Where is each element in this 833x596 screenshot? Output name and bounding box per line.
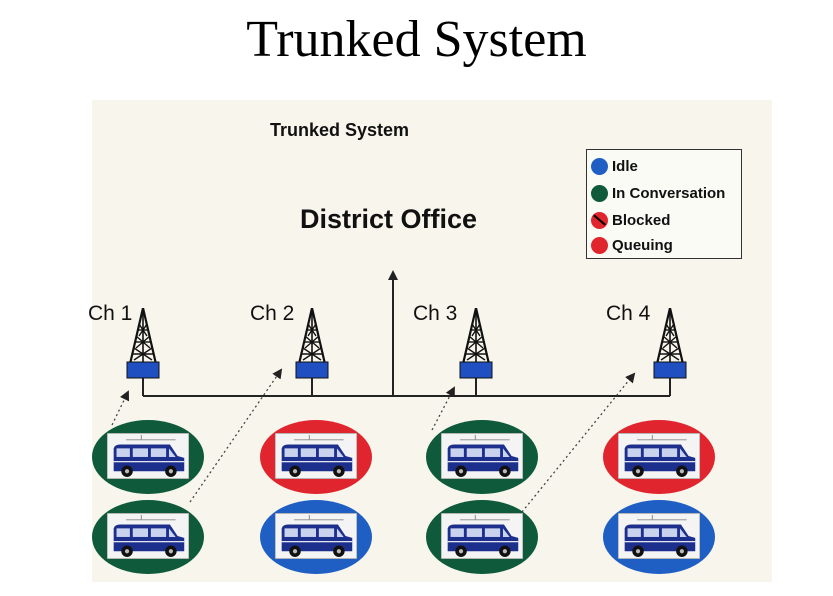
legend-item-blocked: Blocked: [591, 209, 670, 231]
vehicle-2-2: [260, 500, 372, 574]
channel-label-3: Ch 3: [413, 302, 458, 325]
legend-label: In Conversation: [612, 184, 726, 202]
vehicle-4-1: [603, 420, 715, 494]
vehicle-1-2: [92, 500, 204, 574]
legend-item-idle: Idle: [591, 155, 638, 177]
vehicle-1-1: [92, 420, 204, 494]
radio-tower-icon: [655, 308, 685, 364]
channel-label-1: Ch 1: [88, 302, 133, 325]
legend-label: Blocked: [612, 211, 671, 229]
vehicle-3-1: [426, 420, 538, 494]
van-icon: [618, 513, 700, 559]
channel-label-4: Ch 4: [606, 302, 651, 325]
vehicle-2-1: [260, 420, 372, 494]
legend-item-in-conversation: In Conversation: [591, 182, 725, 204]
conversation-dot-icon: [591, 184, 608, 202]
radio-link: [431, 386, 455, 431]
network-diagram: [92, 270, 715, 574]
radio-tower-icon: [461, 308, 491, 364]
van-icon: [275, 433, 357, 479]
base-station-box: [126, 361, 160, 379]
van-icon: [618, 433, 700, 479]
figure-title: Trunked System: [270, 120, 410, 140]
legend: Idle In Conversation Blocked Queuing: [586, 149, 742, 259]
legend-item-queuing: Queuing: [591, 234, 673, 256]
blocked-dot-icon: [591, 211, 608, 229]
vehicle-4-2: [603, 500, 715, 574]
van-icon: [107, 433, 189, 479]
van-icon: [107, 513, 189, 559]
van-icon: [441, 513, 523, 559]
van-icon: [441, 433, 523, 479]
legend-label: Idle: [612, 157, 638, 175]
queuing-dot-icon: [591, 236, 608, 254]
trunked-system-figure: Trunked System District Office Ch 1 Ch 2…: [88, 100, 772, 582]
base-station-box: [653, 361, 687, 379]
district-office-label: District Office: [300, 204, 478, 234]
base-station-box: [459, 361, 493, 379]
radio-link: [111, 390, 130, 426]
radio-tower-icon: [128, 308, 158, 364]
radio-link: [189, 368, 283, 503]
slide-title: Trunked System: [246, 11, 587, 68]
legend-label: Queuing: [612, 236, 673, 254]
idle-dot-icon: [591, 157, 608, 175]
channel-label-2: Ch 2: [250, 302, 295, 325]
radio-tower-icon: [297, 308, 327, 364]
base-station-box: [295, 361, 329, 379]
vehicle-3-2: [426, 500, 538, 574]
van-icon: [275, 513, 357, 559]
